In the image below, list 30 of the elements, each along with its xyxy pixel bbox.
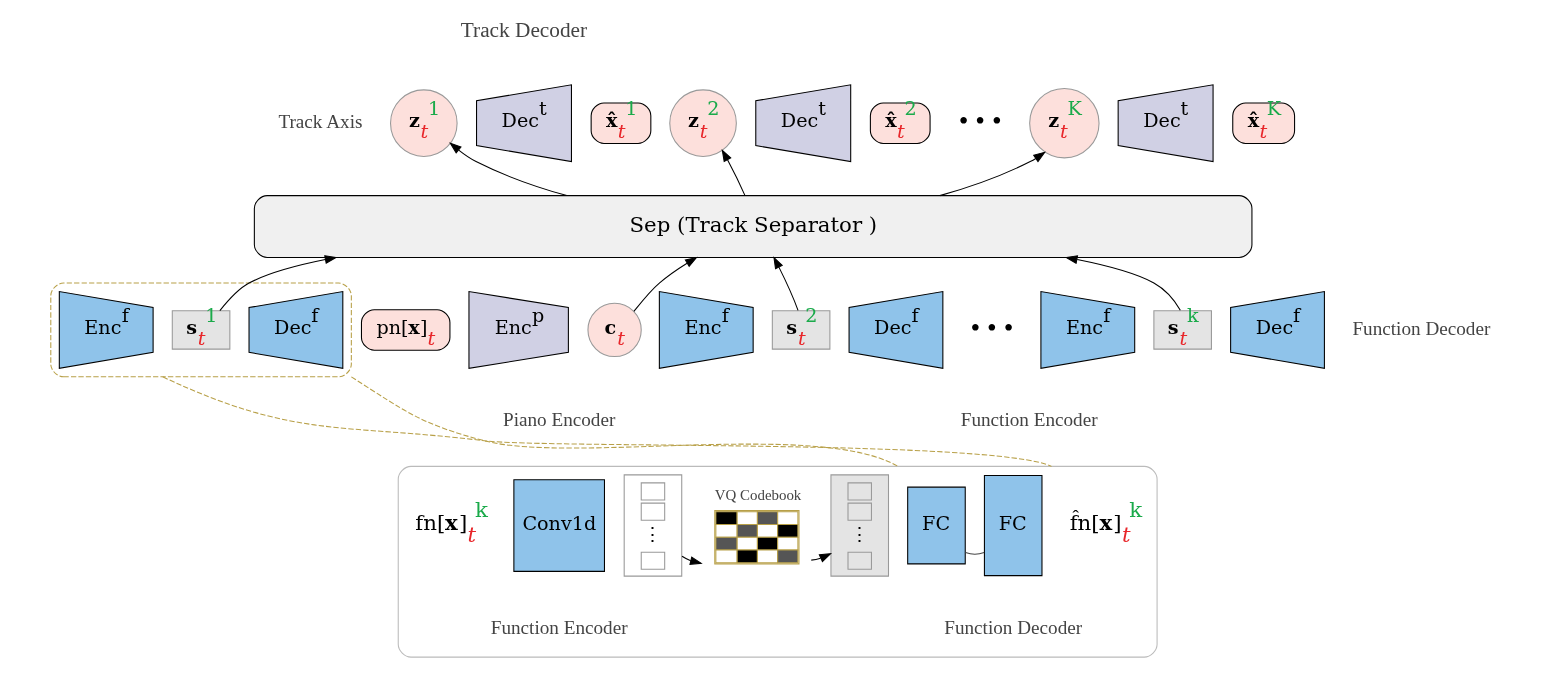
arrow <box>773 256 799 311</box>
cluster <box>50 282 352 378</box>
node-label: VQ Codebook <box>714 487 802 504</box>
connector <box>162 376 1053 467</box>
node-box: Sep (Track Separator ) <box>253 195 1253 258</box>
node-box: ⋮ <box>623 474 683 577</box>
label: Track Decoder <box>460 17 588 42</box>
label: Function Decoder <box>1352 317 1491 339</box>
node-box: FC <box>983 474 1043 577</box>
connector <box>350 376 899 467</box>
label: Function Decoder <box>944 617 1083 639</box>
arrow <box>633 256 698 312</box>
arrow <box>939 151 1046 197</box>
arrow <box>721 148 746 196</box>
cluster <box>397 465 1158 658</box>
node-box: ⋮ <box>830 474 890 577</box>
label: Piano Encoder <box>503 409 616 431</box>
node-box: Conv1d <box>513 479 605 572</box>
node-box: FC <box>907 486 966 565</box>
arrow <box>219 255 338 312</box>
arrow <box>681 555 703 565</box>
arrow <box>1064 255 1181 311</box>
label: • • • <box>970 311 1014 343</box>
label: Function Encoder <box>960 409 1098 431</box>
label: • • • <box>958 104 1002 136</box>
arrow <box>810 553 833 563</box>
label: Track Axis <box>278 110 363 132</box>
label: Function Encoder <box>490 617 628 639</box>
connector <box>965 552 985 555</box>
arrow <box>449 142 568 197</box>
